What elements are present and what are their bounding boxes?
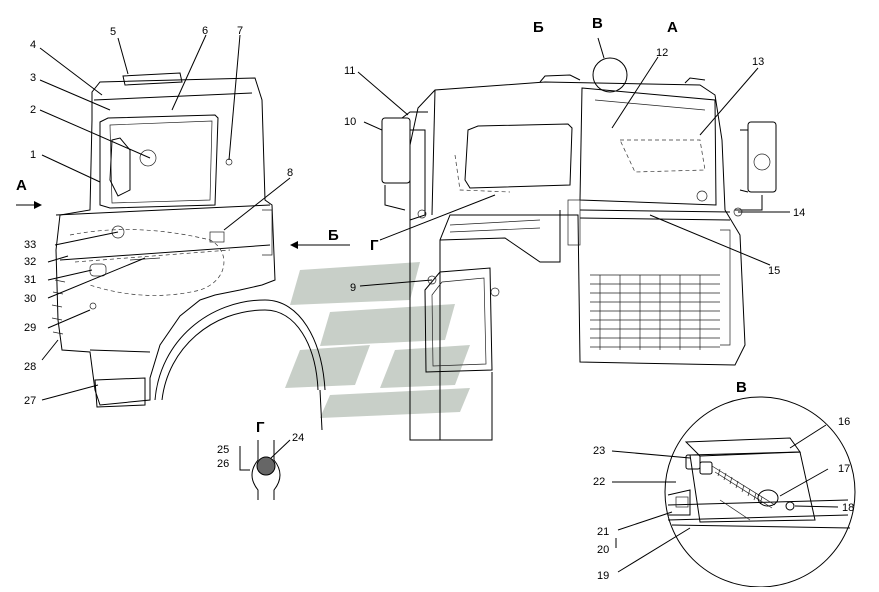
callout-27: 27 bbox=[24, 395, 36, 407]
callout-6: 6 bbox=[202, 25, 208, 37]
callout-26: 26 bbox=[217, 458, 229, 470]
cab-rear-view bbox=[381, 57, 777, 441]
view-label-b: Б bbox=[328, 227, 339, 244]
callout-22: 22 bbox=[593, 476, 605, 488]
callout-16: 16 bbox=[838, 416, 850, 428]
callout-4: 4 bbox=[30, 39, 36, 51]
view-label-b-top: Б bbox=[533, 19, 544, 36]
callout-10: 10 bbox=[344, 116, 356, 128]
callout-30: 30 bbox=[24, 293, 36, 305]
view-label-v-top: В bbox=[592, 15, 603, 32]
detail-label-v: В bbox=[736, 379, 747, 396]
callout-5: 5 bbox=[110, 26, 116, 38]
callout-14: 14 bbox=[793, 207, 805, 219]
callout-17: 17 bbox=[838, 463, 850, 475]
callout-12: 12 bbox=[656, 47, 668, 59]
callout-3: 3 bbox=[30, 72, 36, 84]
callout-31: 31 bbox=[24, 274, 36, 286]
callout-9: 9 bbox=[350, 282, 356, 294]
cab-side-view bbox=[51, 72, 326, 431]
callout-32: 32 bbox=[24, 256, 36, 268]
detail-g bbox=[251, 440, 281, 500]
callout-18: 18 bbox=[842, 502, 854, 514]
callout-1: 1 bbox=[30, 149, 36, 161]
radiator-grille bbox=[590, 274, 720, 350]
callout-2: 2 bbox=[30, 104, 36, 116]
callout-23: 23 bbox=[593, 445, 605, 457]
callout-33: 33 bbox=[24, 239, 36, 251]
callout-25: 25 bbox=[217, 444, 229, 456]
view-arrow-a: А bbox=[16, 177, 42, 209]
view-arrow-b: Б bbox=[290, 227, 350, 249]
callout-labels: 1 2 3 4 5 6 7 8 9 10 11 12 13 14 15 16 1… bbox=[24, 25, 854, 582]
detail-label-g: Г bbox=[256, 419, 265, 436]
callout-24: 24 bbox=[292, 432, 304, 444]
callout-20: 20 bbox=[597, 544, 609, 556]
callout-29: 29 bbox=[24, 322, 36, 334]
callout-19: 19 bbox=[597, 570, 609, 582]
callout-21: 21 bbox=[597, 526, 609, 538]
view-label-a-top: А bbox=[667, 19, 678, 36]
view-label-a: А bbox=[16, 177, 27, 194]
view-letters: Г Б В А В Г bbox=[256, 15, 747, 436]
watermark-logo bbox=[285, 262, 470, 418]
callout-15: 15 bbox=[768, 265, 780, 277]
detail-v bbox=[664, 396, 856, 588]
leader-lines bbox=[39, 34, 839, 573]
callout-7: 7 bbox=[237, 25, 243, 37]
callout-13: 13 bbox=[752, 56, 764, 68]
callout-8: 8 bbox=[287, 167, 293, 179]
callout-11: 11 bbox=[344, 65, 355, 77]
callout-28: 28 bbox=[24, 361, 36, 373]
view-label-g: Г bbox=[370, 237, 379, 254]
